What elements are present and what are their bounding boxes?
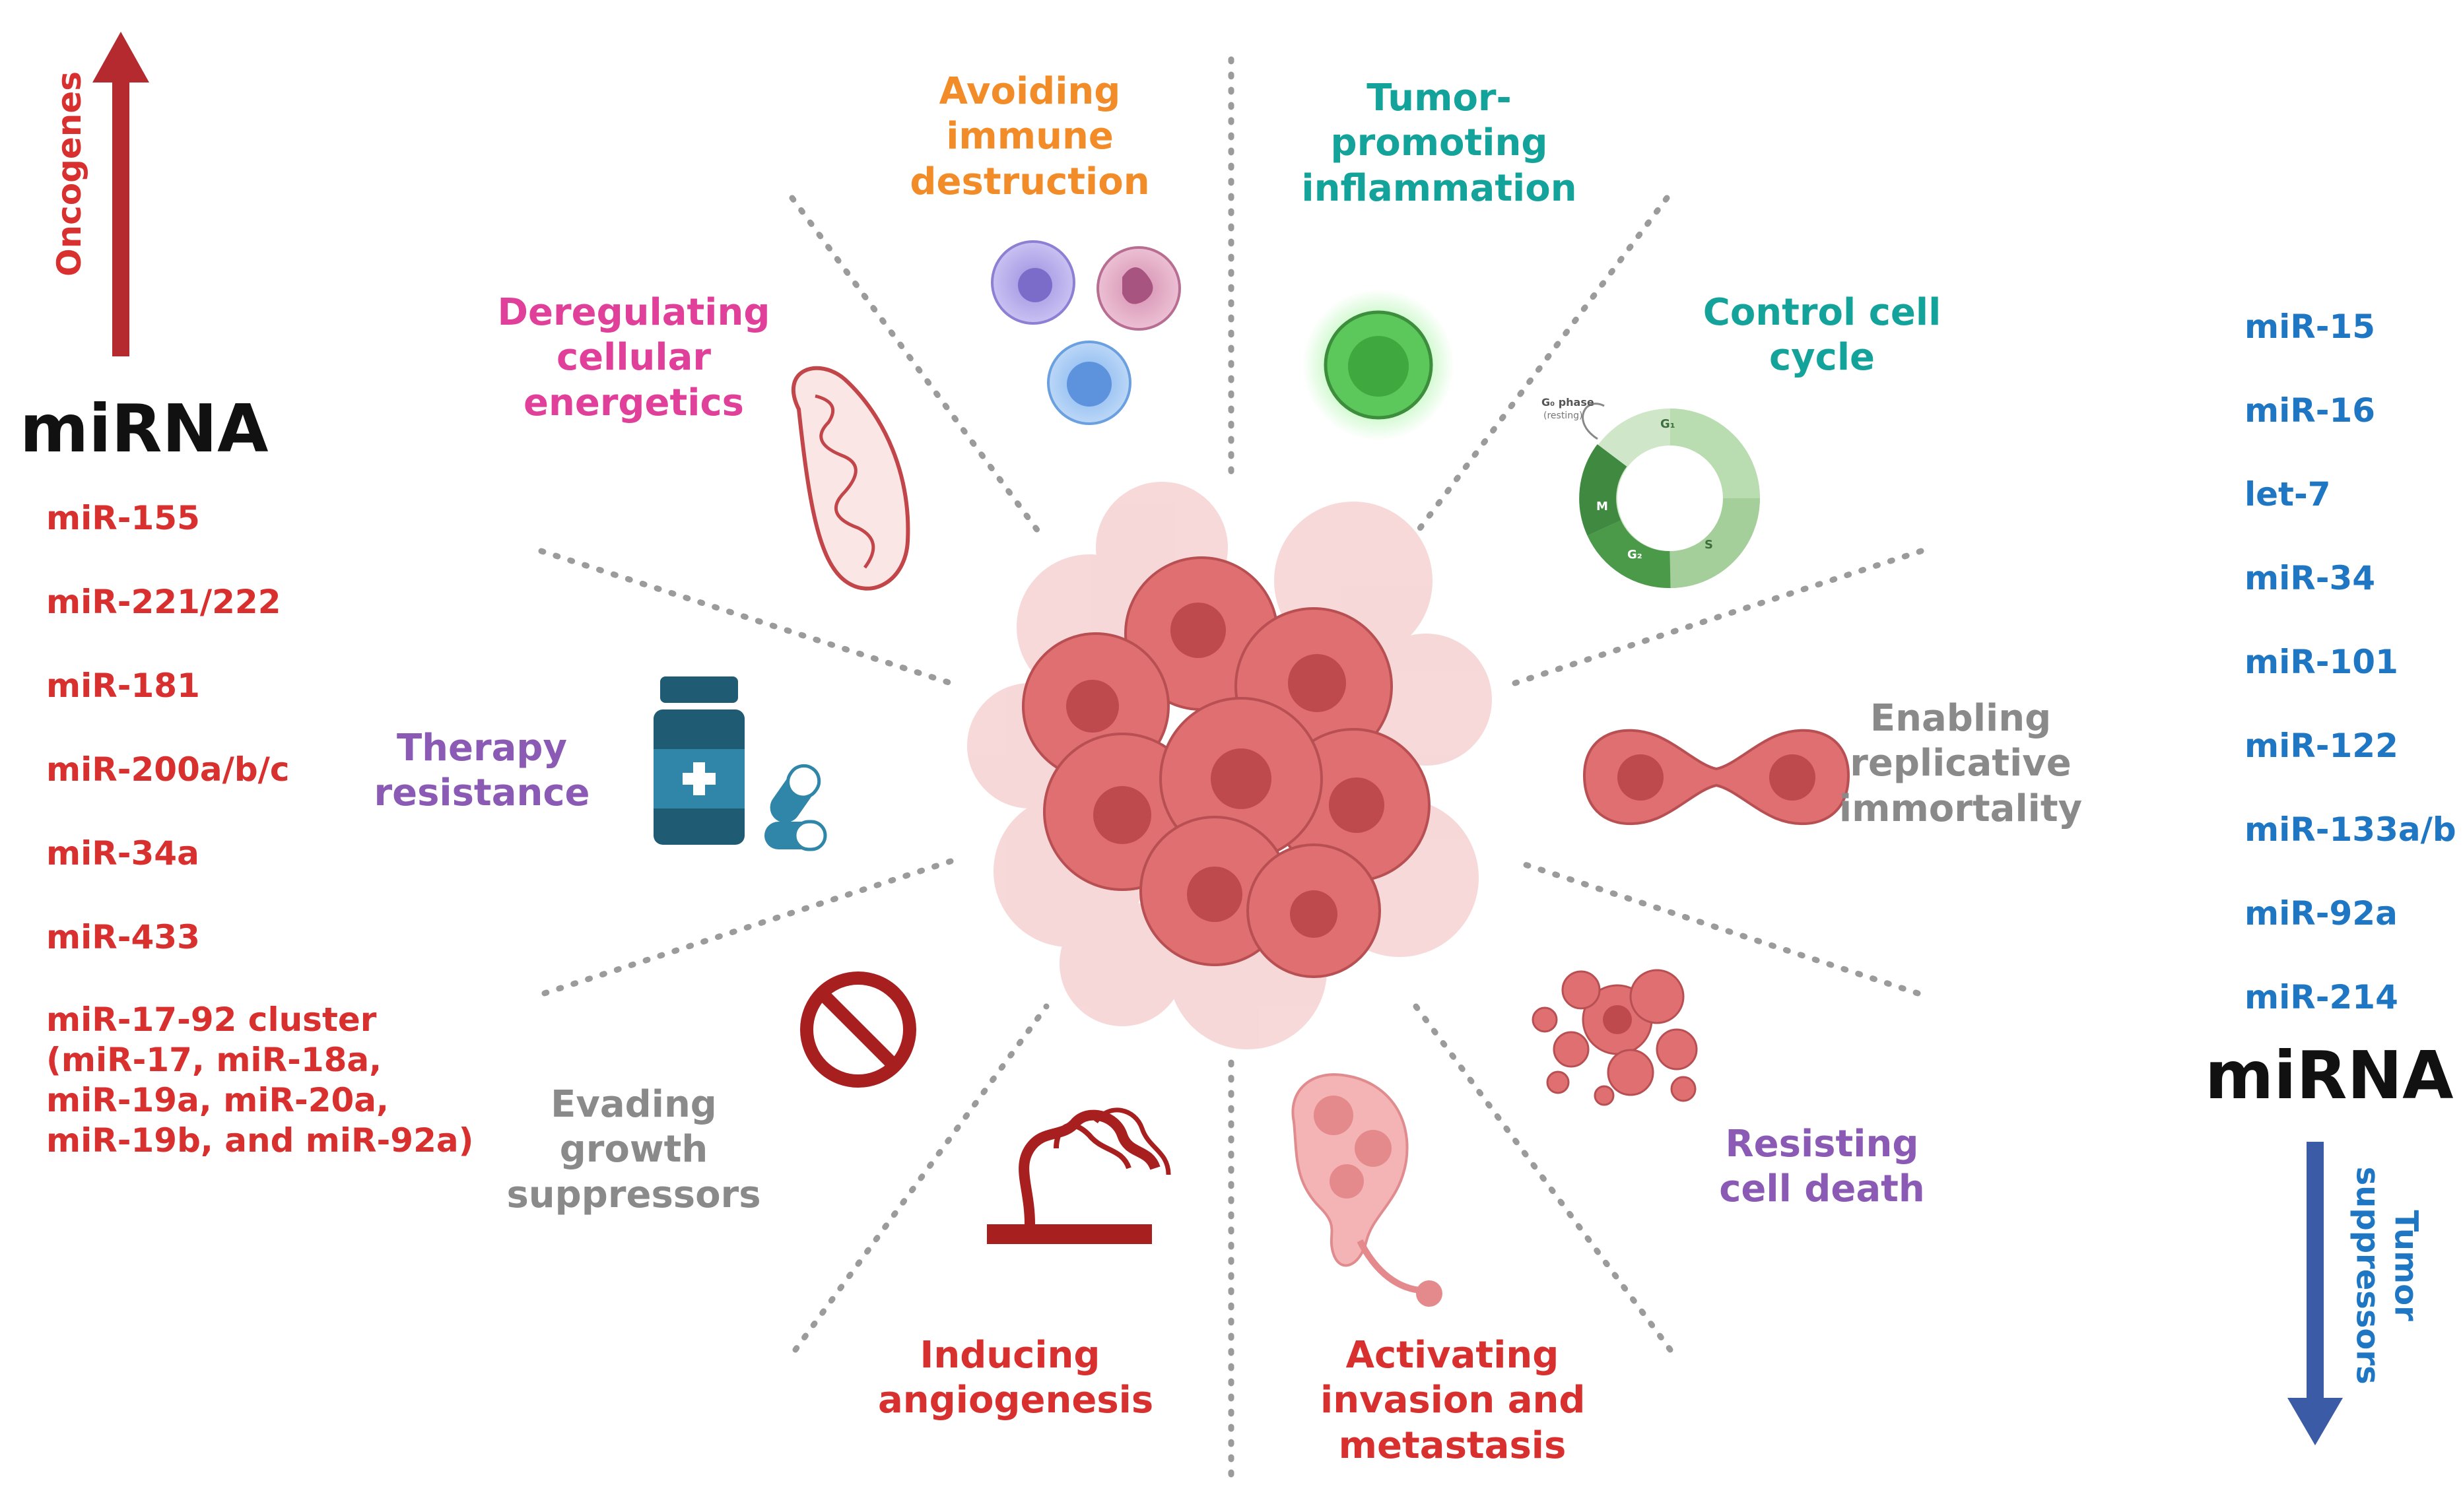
cluster-line: miR-19a, miR-20a,	[46, 1081, 389, 1119]
label-line: Enabling	[1870, 697, 2052, 740]
label-line: Avoiding	[939, 70, 1121, 113]
suppressors-arrow	[2287, 1142, 2343, 1445]
cycle-label-m: M	[1596, 500, 1608, 513]
label-line: energetics	[523, 381, 744, 424]
suppressors-label-line: suppressors	[2349, 1166, 2386, 1385]
label-line: Resisting	[1725, 1123, 1919, 1166]
label-line: Activating	[1345, 1334, 1559, 1377]
divider-upper-left	[789, 195, 1046, 541]
label-line: suppressors	[506, 1173, 761, 1216]
divider-mid-lower-left	[541, 858, 954, 997]
right-mirna-title: miRNA	[2205, 1037, 2454, 1114]
label-enabling-replicative-immortality: Enabling replicative immortality	[1822, 696, 2099, 832]
suppressors-label-line: Tumor	[2387, 1210, 2425, 1321]
label-evading-growth-suppressors: Evading growth suppressors	[502, 1082, 766, 1218]
cycle-label-g0: G₀ phase	[1541, 396, 1594, 409]
radial-dividers	[538, 56, 1924, 1488]
dividing-cell-icon	[1582, 729, 1850, 826]
label-line: destruction	[910, 160, 1150, 203]
label-line: growth	[559, 1128, 708, 1171]
inflammation-cell-icon	[1302, 289, 1454, 441]
label-therapy-resistance: Therapy resistance	[363, 726, 601, 816]
cycle-label-g2: G₂	[1627, 548, 1642, 562]
label-line: cell death	[1719, 1167, 1925, 1211]
label-line: Control cell	[1703, 291, 1941, 334]
label-line: inflammation	[1301, 166, 1577, 210]
metastasis-icon	[1291, 1073, 1442, 1307]
label-avoiding-immune-destruction: Avoiding immune destruction	[898, 69, 1162, 205]
divider-mid-upper-right	[1512, 548, 1924, 686]
label-line: cycle	[1769, 336, 1875, 379]
divider-lower-left	[792, 1003, 1050, 1353]
mir-17-92-cluster-text: miR-17-92 cluster (miR-17, miR-18a, miR-…	[46, 1000, 473, 1161]
label-line: Therapy	[396, 727, 568, 770]
immune-cells-icon	[991, 240, 1181, 425]
apoptotic-cell-icon	[1532, 969, 1698, 1106]
cycle-label-s: S	[1704, 538, 1713, 552]
label-line: metastasis	[1338, 1424, 1567, 1467]
divider-mid-upper-left	[538, 548, 954, 686]
pills-icon	[764, 764, 827, 851]
suppressor-mirna-item: miR-122	[2244, 727, 2398, 765]
left-mirna-title: miRNA	[20, 390, 269, 467]
label-line: promoting	[1330, 121, 1548, 165]
oncogenes-arrow	[92, 32, 149, 356]
label-line: resistance	[374, 772, 590, 815]
cycle-label-g1: G₁	[1660, 417, 1675, 431]
tumor-cluster-icon	[967, 482, 1492, 1049]
oncogenes-label: Oncogenes	[50, 71, 88, 277]
mitochondrion-icon	[792, 366, 910, 591]
tumor-suppressors-label: Tumor suppressors	[2348, 1166, 2425, 1385]
oncogenic-mirna-item: miR-181	[46, 667, 200, 705]
medicine-bottle-icon	[654, 676, 745, 845]
label-inducing-angiogenesis: Inducing angiogenesis	[878, 1333, 1154, 1424]
cluster-line: miR-17-92 cluster	[46, 1001, 377, 1039]
suppressor-mirna-item: miR-133a/b	[2244, 810, 2456, 849]
oncogenic-mirna-item: miR-200a/b/c	[46, 750, 290, 789]
oncogenic-mirna-item: miR-221/222	[46, 583, 281, 621]
label-line: angiogenesis	[878, 1379, 1154, 1422]
blood-vessel-icon	[987, 1107, 1171, 1244]
oncogenic-mirna-item: miR-433	[46, 918, 200, 956]
label-line: replicative	[1850, 742, 2072, 785]
divider-upper-right	[1409, 195, 1670, 541]
label-line: immune	[946, 115, 1114, 158]
cycle-label-g0-resting: (resting)	[1543, 411, 1583, 421]
divider-mid-lower-right	[1512, 858, 1921, 997]
suppressor-mirna-item: miR-16	[2244, 391, 2376, 430]
divider-lower-right	[1413, 1003, 1673, 1353]
cluster-line: miR-19b, and miR-92a)	[46, 1121, 474, 1160]
prohibition-icon	[800, 971, 916, 1088]
oncogenic-mirna-item: miR-34a	[46, 834, 199, 872]
label-tumor-promoting-inflammation: Tumor- promoting inflammation	[1294, 76, 1584, 211]
label-line: Tumor-	[1366, 77, 1512, 119]
oncogenic-mirna-item: miR-155	[46, 499, 200, 537]
label-resisting-cell-death: Resisting cell death	[1697, 1122, 1947, 1212]
suppressor-mirna-item: miR-101	[2244, 643, 2398, 681]
label-deregulating-cellular-energetics: Deregulating cellular energetics	[495, 290, 772, 426]
suppressor-mirna-item: let-7	[2244, 475, 2331, 513]
cell-cycle-icon	[1579, 403, 1760, 588]
label-line: immortality	[1839, 787, 2083, 830]
suppressor-mirna-item: miR-214	[2244, 978, 2398, 1016]
label-activating-invasion-metastasis: Activating invasion and metastasis	[1320, 1333, 1586, 1468]
cluster-line: (miR-17, miR-18a,	[46, 1041, 382, 1079]
label-line: Inducing	[920, 1334, 1100, 1377]
label-line: Deregulating	[497, 291, 770, 334]
label-line: Evading	[551, 1083, 717, 1126]
label-line: invasion and	[1320, 1379, 1586, 1422]
label-line: cellular	[556, 336, 712, 379]
suppressor-mirna-item: miR-92a	[2244, 894, 2398, 933]
label-control-cell-cycle: Control cell cycle	[1690, 290, 1954, 381]
suppressor-mirna-item: miR-15	[2244, 308, 2376, 346]
suppressor-mirna-item: miR-34	[2244, 559, 2376, 597]
